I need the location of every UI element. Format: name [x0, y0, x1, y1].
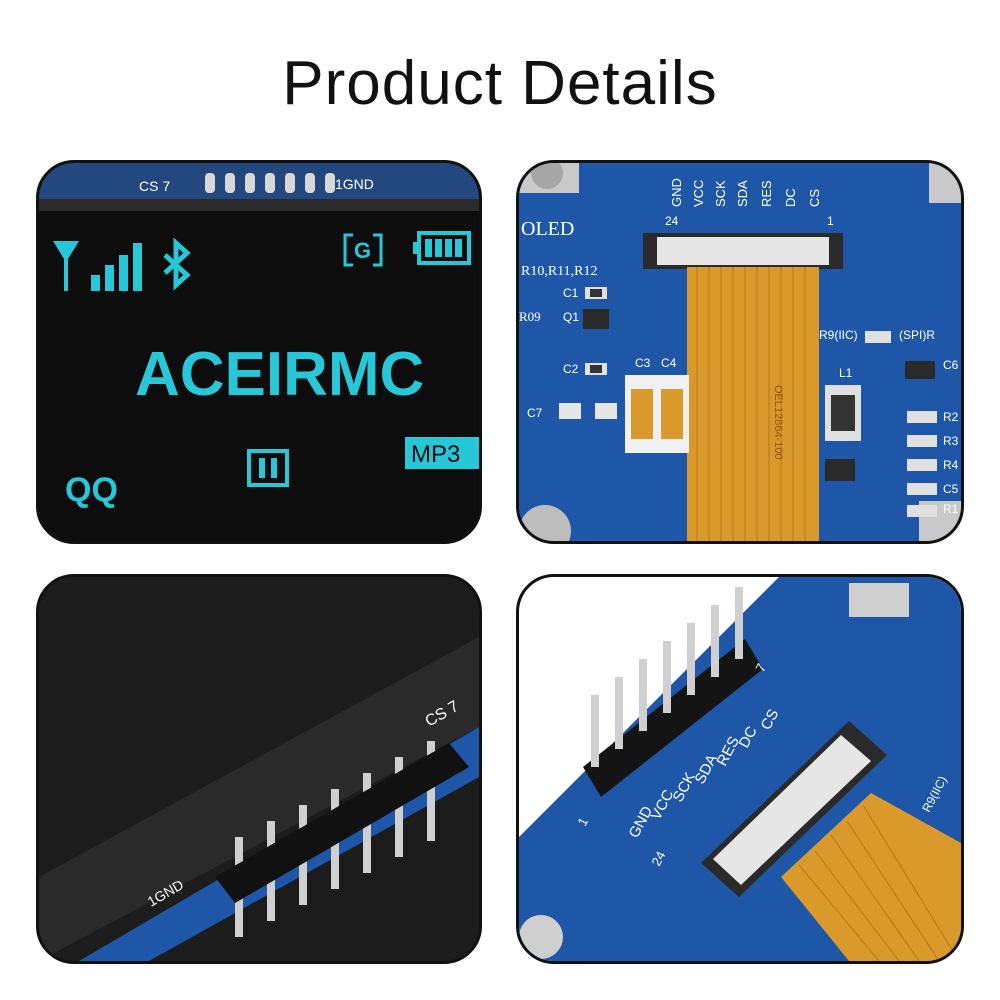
oled-display-panel: CS 7 1GND G	[36, 160, 482, 544]
header-pins	[583, 587, 763, 797]
svg-text:DC: DC	[783, 188, 798, 207]
svg-text:SCK: SCK	[713, 180, 728, 207]
signal-icon	[53, 241, 142, 291]
r1-label: R1	[943, 502, 959, 516]
r2-label: R2	[943, 410, 959, 424]
svg-text:GND: GND	[669, 178, 684, 207]
pin-24-label: 24	[665, 214, 679, 228]
flex-cable: OEL12864-100	[687, 267, 819, 541]
iic-label: R9(IIC)	[819, 328, 858, 342]
svg-text:CS: CS	[807, 189, 822, 207]
oled-label: OLED	[521, 218, 574, 240]
page-title: Product Details	[282, 49, 718, 118]
c6-label: C6	[943, 358, 959, 372]
q1-label: Q1	[563, 310, 579, 324]
header-pin-pads	[205, 173, 335, 193]
c1-label: C1	[563, 286, 579, 300]
bluetooth-icon	[163, 237, 191, 291]
pcb-back-panel: GND VCC SCK SDA RES DC CS 24 1 OEL12864	[516, 160, 964, 544]
pause-icon	[247, 449, 289, 487]
fpc-connector	[701, 721, 887, 897]
flex-cable	[781, 793, 961, 961]
g-box-icon: G	[343, 233, 383, 267]
svg-text:OEL12864-100: OEL12864-100	[772, 385, 784, 460]
brand-text: ACEIRMC	[135, 340, 424, 409]
r3-label: R3	[943, 434, 959, 448]
smd-components	[559, 287, 937, 517]
resistor-label: R10,R11,R12	[521, 264, 598, 279]
qq-text: QQ	[65, 471, 118, 509]
svg-text:MP3: MP3	[411, 441, 460, 468]
header-pins	[215, 741, 469, 937]
r4-label: R4	[943, 458, 959, 472]
c3-label: C3	[635, 356, 651, 370]
pin-labels: GND VCC SCK SDA RES DC CS	[669, 178, 822, 207]
r09-label: R09	[519, 309, 541, 324]
c7-label: C7	[527, 406, 543, 420]
mp3-badge: MP3	[405, 437, 479, 469]
c2-label: C2	[563, 362, 579, 376]
num-24-label: 24	[648, 849, 668, 869]
svg-text:G: G	[354, 238, 371, 263]
c5-label: C5	[943, 482, 959, 496]
angled-pcb-panel: GND VCC SCK SDA RES DC CS 1 24 7 R9(IIC)	[516, 574, 964, 964]
spi-label: (SPI)R	[899, 328, 935, 342]
battery-icon	[413, 231, 471, 265]
side-pins-panel: CS 7 1GND	[36, 574, 482, 964]
svg-text:RES: RES	[759, 180, 774, 207]
pin-1-label: 1	[827, 214, 834, 228]
c4-label: C4	[661, 356, 677, 370]
header-gnd-label: 1GND	[335, 176, 374, 192]
fpc-connector	[643, 233, 843, 269]
header-cs-label: CS 7	[139, 178, 170, 194]
svg-text:VCC: VCC	[691, 180, 706, 207]
svg-text:SDA: SDA	[735, 180, 750, 207]
l1-label: L1	[839, 366, 853, 380]
